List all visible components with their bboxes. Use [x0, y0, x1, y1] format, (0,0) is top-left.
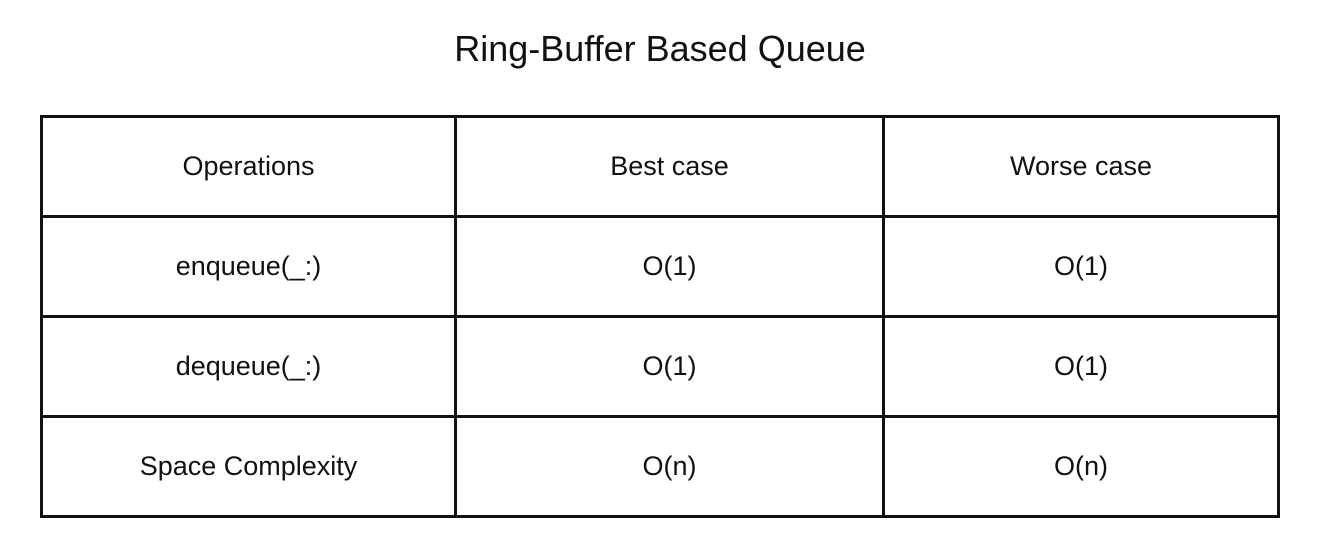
worse-case-cell: O(1): [882, 315, 1280, 418]
header-worse-case: Worse case: [882, 115, 1280, 218]
header-best-case: Best case: [454, 115, 885, 218]
operation-cell: dequeue(_:): [40, 315, 457, 418]
operation-cell: Space Complexity: [40, 415, 457, 518]
table-row: enqueue(_:) O(1) O(1): [40, 215, 1280, 318]
table-row: dequeue(_:) O(1) O(1): [40, 315, 1280, 418]
best-case-cell: O(n): [454, 415, 885, 518]
worse-case-cell: O(n): [882, 415, 1280, 518]
worse-case-cell: O(1): [882, 215, 1280, 318]
best-case-cell: O(1): [454, 315, 885, 418]
page-title: Ring-Buffer Based Queue: [454, 28, 866, 69]
header-operations: Operations: [40, 115, 457, 218]
table-row: Space Complexity O(n) O(n): [40, 415, 1280, 518]
operation-cell: enqueue(_:): [40, 215, 457, 318]
complexity-table: Operations Best case Worse case enqueue(…: [40, 115, 1280, 518]
best-case-cell: O(1): [454, 215, 885, 318]
table-header-row: Operations Best case Worse case: [40, 115, 1280, 218]
